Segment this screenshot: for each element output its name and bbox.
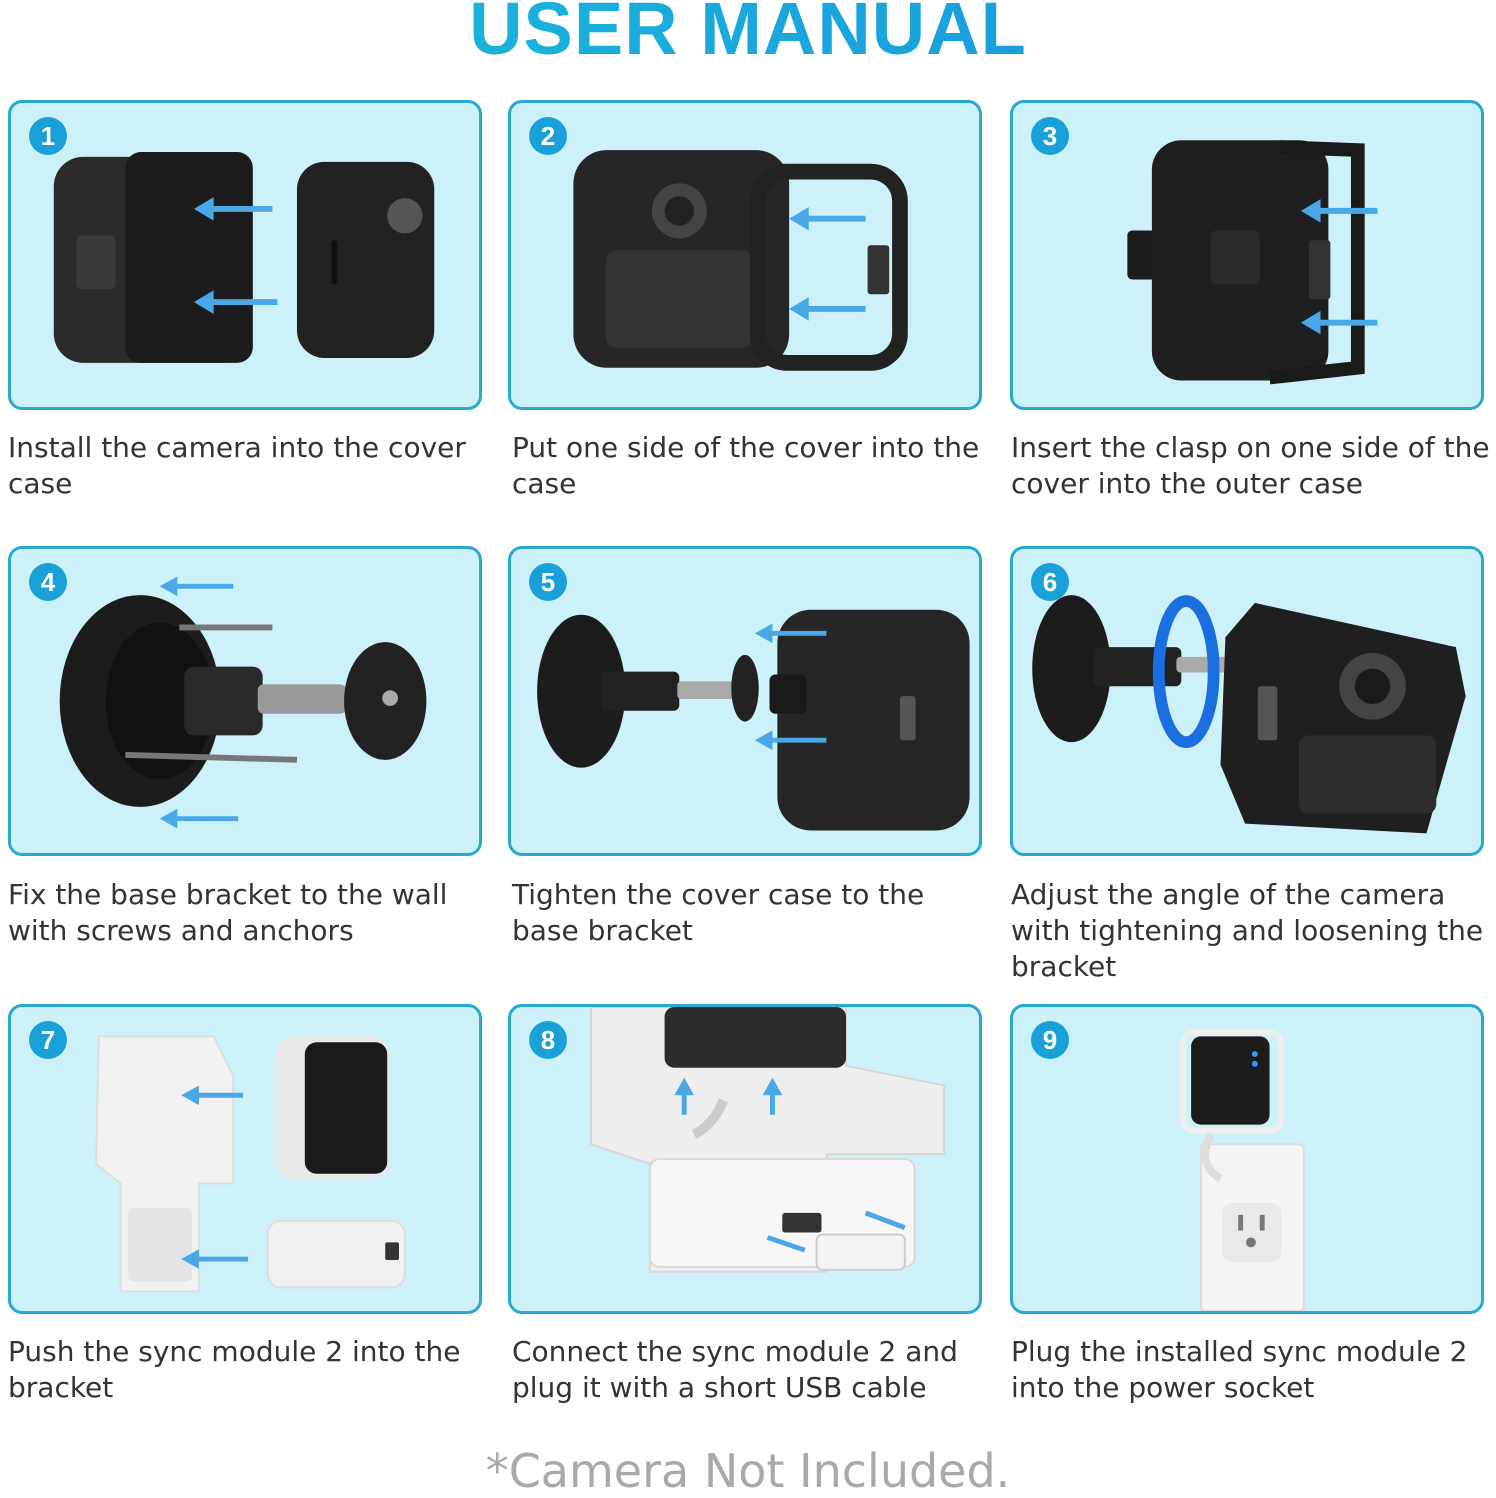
step-1-badge: 1: [29, 117, 67, 155]
step-8-caption: Connect the sync module 2 and plug it wi…: [512, 1335, 958, 1404]
tighten-case-illustration: [537, 609, 970, 831]
step-6-caption: Adjust the angle of the camera with tigh…: [1011, 878, 1484, 983]
step-9-badge: 9: [1031, 1021, 1069, 1059]
step-7-panel: 7: [8, 1004, 482, 1314]
step-5-caption: Tighten the cover case to the base brack…: [512, 878, 925, 947]
step-6-badge: 6: [1031, 563, 1069, 601]
step-8-panel: 8: [508, 1004, 982, 1314]
step-5-badge: 5: [529, 563, 567, 601]
step-3-badge: 3: [1031, 117, 1069, 155]
step-3-caption: Insert the clasp on one side of the cove…: [1011, 431, 1490, 500]
clasp-illustration: [1127, 140, 1378, 385]
step-2-panel: 2: [508, 100, 982, 410]
step-1-caption: Install the camera into the cover case: [8, 431, 466, 500]
step-3-panel: 3: [1010, 100, 1484, 410]
step-8-badge: 8: [529, 1021, 567, 1059]
step-9-caption: Plug the installed sync module 2 into th…: [1011, 1335, 1468, 1404]
step-4-panel: 4: [8, 546, 482, 856]
step-1-panel: 1: [8, 100, 482, 410]
camera-not-included-note: *Camera Not Included.: [485, 1444, 1011, 1498]
step-4-caption: Fix the base bracket to the wall with sc…: [8, 878, 448, 947]
power-socket-illustration: [1180, 1029, 1305, 1311]
cover-side-illustration: [573, 150, 908, 371]
sync-module-bracket-illustration: [94, 1035, 406, 1293]
base-bracket-illustration: [59, 576, 427, 829]
usb-connection-illustration: [590, 1007, 946, 1273]
step-2-badge: 2: [529, 117, 567, 155]
page-title: USER MANUAL: [0, 0, 1496, 71]
step-2-caption: Put one side of the cover into the case: [512, 431, 980, 500]
step-7-badge: 7: [29, 1021, 67, 1059]
step-4-badge: 4: [29, 563, 67, 601]
step-7-caption: Push the sync module 2 into the bracket: [8, 1335, 461, 1404]
step-9-panel: 9: [1010, 1004, 1484, 1314]
camera-cover-illustration: [53, 152, 435, 363]
step-5-panel: 5: [508, 546, 982, 856]
adjust-angle-illustration: [1032, 595, 1466, 834]
step-6-panel: 6: [1010, 546, 1484, 856]
